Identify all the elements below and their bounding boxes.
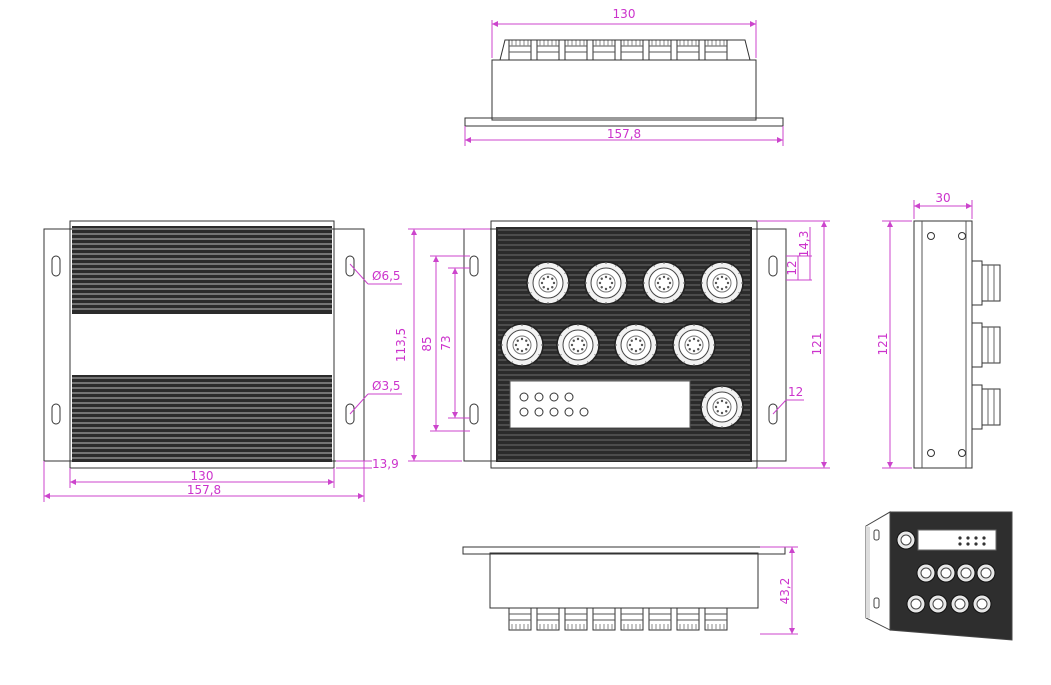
dim-12-bottom: 12 [788,385,803,399]
m12-connector [526,261,570,305]
side-connector-stub [971,322,1001,368]
dim-depth-30: 30 [935,191,950,205]
bottom-connectors [508,607,728,631]
top-connector-stub [564,39,588,61]
iso-led [982,542,986,546]
top-connector-stub [620,39,644,61]
iso-connector [928,594,948,614]
iso-connector [972,594,992,614]
mount-slot [469,403,479,425]
screw [927,449,935,457]
side-connectors [971,260,1001,430]
dim-height-113: 113,5 [394,328,408,362]
led [549,392,559,402]
dim-top-width: 130 [613,7,636,21]
mount-slot [469,255,479,277]
top-connector-stub [676,39,700,61]
led [549,407,559,417]
iso-connector [950,594,970,614]
led [564,407,574,417]
dim-height-121: 121 [810,333,824,356]
bottom-connector-stub [704,607,728,631]
led [534,392,544,402]
m12-connector [500,323,544,367]
iso-connector [936,563,956,583]
mount-slot [345,403,355,425]
iso-connector [956,563,976,583]
dim-rear-width: 130 [191,469,214,483]
top-connector-stub [508,39,532,61]
iso-led [966,536,970,540]
rear-view: Ø6,5 Ø3,5 130 157,8 13,9 [43,220,402,502]
dim-bottom-height: 43,2 [778,578,792,605]
rear-fins [72,228,332,459]
iso-led [974,536,978,540]
front-view: 113,5 85 73 121 12 14,3 12 [394,220,830,469]
mount-slot [768,403,778,425]
dim-rear-flange: 157,8 [187,483,221,497]
dim-12-top: 12 [785,260,799,275]
screw [958,449,966,457]
bottom-connector-stub [648,607,672,631]
bottom-connector-stub [676,607,700,631]
side-view: 30 121 [876,191,1001,469]
iso-led [966,542,970,546]
bottom-connector-stub [536,607,560,631]
dim-hole-3-5: Ø3,5 [372,379,401,393]
mount-slot [768,255,778,277]
led [564,392,574,402]
dim-top-flange: 157,8 [607,127,641,141]
side-connector-stub [971,384,1001,430]
top-connector-stub [704,39,728,61]
top-connector-stub [536,39,560,61]
m12-connector [556,323,600,367]
m12-connector [700,261,744,305]
mount-slot [51,255,61,277]
led [579,407,589,417]
bottom-view: 43,2 [462,546,798,635]
m12-connector [642,261,686,305]
iso-connectors [896,530,996,614]
top-view: 130 157,8 [464,7,784,146]
dim-13-9: 13,9 [372,457,399,471]
m12-connector [584,261,628,305]
mount-slot [51,403,61,425]
dim-14-3: 14,3 [797,231,811,258]
bottom-connector-stub [592,607,616,631]
top-connectors [499,39,751,61]
iso-led [958,542,962,546]
dim-hole-6-5: Ø6,5 [372,269,401,283]
screw [958,232,966,240]
led-indicators [519,392,589,417]
top-connector-stub [592,39,616,61]
screw [927,232,935,240]
iso-connector [916,563,936,583]
front-connectors [500,261,744,429]
iso-connector [896,530,916,550]
dim-hole-85: 85 [420,336,434,351]
dim-side-height: 121 [876,333,890,356]
iso-led [974,542,978,546]
iso-led [982,536,986,540]
m12-connector [672,323,716,367]
iso-connector [906,594,926,614]
m12-connector [700,385,744,429]
isometric-view [865,511,1013,641]
led [519,392,529,402]
dim-hole-73: 73 [439,335,453,350]
iso-led-panel [917,529,997,551]
side-connector-stub [971,260,1001,306]
bottom-connector-stub [564,607,588,631]
m12-connector [614,323,658,367]
led [534,407,544,417]
led [519,407,529,417]
bottom-connector-stub [508,607,532,631]
iso-connector [976,563,996,583]
led-panel [509,380,691,429]
iso-led [958,536,962,540]
top-connector-stub [648,39,672,61]
mount-slot [345,255,355,277]
bottom-connector-stub [620,607,644,631]
